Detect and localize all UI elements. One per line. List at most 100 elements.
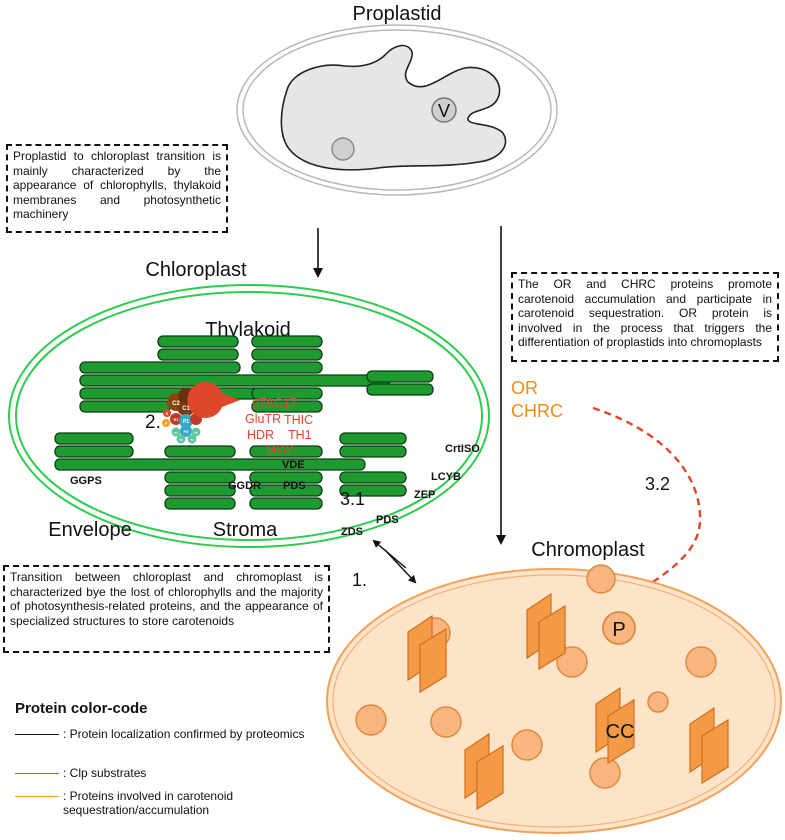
clp-t1-label: T1 bbox=[174, 431, 178, 435]
legend-text-sequestration: : Proteins involved in carotenoid seques… bbox=[63, 789, 234, 817]
thylakoid-disc bbox=[249, 484, 323, 497]
plastoglobules bbox=[355, 564, 717, 789]
thylakoid-disc bbox=[339, 484, 407, 497]
protein-zep: ZEP bbox=[414, 489, 435, 501]
thylakoid-disc bbox=[251, 361, 323, 374]
legend-item-proteomics: : Protein localization confirmed by prot… bbox=[15, 727, 343, 741]
thylakoid-disc bbox=[164, 497, 236, 510]
legend-line-red bbox=[15, 773, 59, 774]
legend-text-proteomics: : Protein localization confirmed by prot… bbox=[63, 727, 305, 741]
clp-p1-label: P1 bbox=[183, 419, 189, 425]
thylakoid-disc bbox=[251, 348, 323, 361]
proplastid-title: Proplastid bbox=[353, 3, 442, 25]
arrow-chloroplast-to-chromoplast bbox=[384, 549, 417, 584]
thylakoid-disc bbox=[164, 471, 236, 484]
protein-pds: PDS bbox=[376, 514, 399, 526]
carotenoid-crystal bbox=[595, 686, 635, 765]
protein-ggps: GGPS bbox=[70, 475, 102, 487]
chloroplast-outer-envelope bbox=[8, 284, 490, 548]
thylakoid-disc bbox=[366, 383, 434, 396]
legend-item-clp-substrates: : Clp substrates bbox=[15, 766, 343, 780]
thylakoid-disc bbox=[54, 445, 134, 458]
clp-t1-subunit bbox=[171, 427, 181, 437]
chloroplast-title: Chloroplast bbox=[145, 259, 247, 281]
vacuole bbox=[431, 97, 457, 123]
plastoglobule bbox=[511, 729, 543, 761]
protein-pds-stroma: PDS bbox=[283, 480, 306, 492]
envelope-label: Envelope bbox=[48, 519, 131, 541]
carotenoid-crystal bbox=[689, 706, 729, 785]
thylakoid-disc bbox=[249, 497, 323, 510]
thylakoid-disc bbox=[79, 400, 171, 413]
arrow-or-to-plastoglobule bbox=[592, 406, 702, 610]
thylakoid-disc bbox=[54, 432, 134, 445]
thylakoid-disc bbox=[339, 471, 407, 484]
chromoplast-envelope bbox=[326, 568, 782, 834]
substrate-glutr: GluTR bbox=[245, 412, 281, 426]
thylakoid-disc bbox=[54, 458, 366, 471]
thylakoid-disc bbox=[164, 484, 236, 497]
thylakoid-disc bbox=[164, 445, 236, 458]
thylakoid-disc bbox=[157, 335, 239, 348]
plastoglobule-label: P bbox=[612, 619, 625, 641]
clp-p1-subunit bbox=[179, 414, 193, 428]
step-1-label: 1. bbox=[352, 570, 367, 590]
proteomics-proteins: GGPS VDE GGDR PDS CrtISO LCYB ZEP PDS ZD… bbox=[70, 443, 480, 538]
thylakoid-disc bbox=[251, 335, 323, 348]
protein-chrc: CHRC bbox=[511, 401, 563, 421]
thylakoid-disc bbox=[249, 445, 323, 458]
clp-p6-subunit bbox=[180, 425, 192, 437]
clp-s-label: S bbox=[166, 411, 169, 416]
proplastid-granule bbox=[331, 137, 355, 161]
carotenoid-crystal bbox=[526, 592, 566, 671]
clp-substrates: pTAC17 GluTR THIC HDR TH1 MDS bbox=[245, 396, 313, 457]
thylakoid-disc bbox=[249, 471, 323, 484]
clp-t4-label: T4 bbox=[190, 438, 194, 442]
substrate-ptac17: pTAC17 bbox=[252, 396, 297, 410]
thylakoid-disc bbox=[251, 387, 323, 400]
clp-t3-label: T3 bbox=[179, 438, 183, 442]
protein-or: OR bbox=[511, 378, 538, 398]
protein-ggdr: GGDR bbox=[228, 480, 261, 492]
proplastid-inner-envelope bbox=[242, 29, 552, 191]
chromoplast: Chromoplast P bbox=[326, 539, 782, 834]
step-3-1-label: 3.1 bbox=[340, 489, 365, 509]
protein-crtiso: CrtISO bbox=[445, 443, 480, 455]
plastoglobule bbox=[589, 757, 621, 789]
clp-substrate-pacman-icon bbox=[187, 382, 240, 418]
thylakoid-disc bbox=[251, 400, 323, 413]
thylakoid-disc bbox=[339, 445, 407, 458]
thylakoid-disc bbox=[79, 374, 391, 387]
thylakoid-disc bbox=[366, 370, 434, 383]
clp-c2-label: C2 bbox=[172, 401, 180, 407]
legend-line-black bbox=[15, 734, 59, 735]
note-chloroplast-to-chromoplast: Transition between chloroplast and chrom… bbox=[3, 565, 330, 653]
substrate-th1: TH1 bbox=[288, 428, 312, 442]
plastoglobule bbox=[556, 646, 588, 678]
chloroplast-inner-envelope bbox=[15, 291, 483, 541]
note-or-chrc: The OR and CHRC proteins promote caroten… bbox=[511, 272, 779, 362]
proplastid-stroma bbox=[280, 44, 507, 171]
legend-line-orange bbox=[15, 796, 59, 797]
protein-zds: ZDS bbox=[341, 526, 363, 538]
substrate-hdr: HDR bbox=[247, 428, 274, 442]
plastoglobule-target bbox=[602, 611, 636, 645]
proplastid-outer-envelope bbox=[236, 24, 558, 196]
substrate-mds: MDS bbox=[266, 443, 294, 457]
stroma-label: Stroma bbox=[213, 519, 278, 541]
plastoglobule bbox=[586, 564, 616, 594]
step-3-2-label: 3.2 bbox=[645, 474, 670, 494]
note-proplastid-to-chloroplast: Proplastid to chloroplast transition is … bbox=[6, 144, 228, 233]
plastoglobule bbox=[430, 706, 462, 738]
vacuole-label: V bbox=[438, 101, 450, 121]
clp-s-subunit bbox=[163, 409, 171, 417]
clp-f-label: F bbox=[165, 421, 168, 426]
legend-title: Protein color-code bbox=[15, 700, 148, 717]
plastoglobule bbox=[685, 646, 717, 678]
substrate-thic: THIC bbox=[284, 413, 313, 427]
clp-r1-label: R1 bbox=[173, 417, 179, 422]
clp-t2-label: T2 bbox=[194, 431, 198, 435]
clp-f-subunit bbox=[162, 419, 170, 427]
legend-text-clp-substrates: : Clp substrates bbox=[63, 766, 147, 780]
